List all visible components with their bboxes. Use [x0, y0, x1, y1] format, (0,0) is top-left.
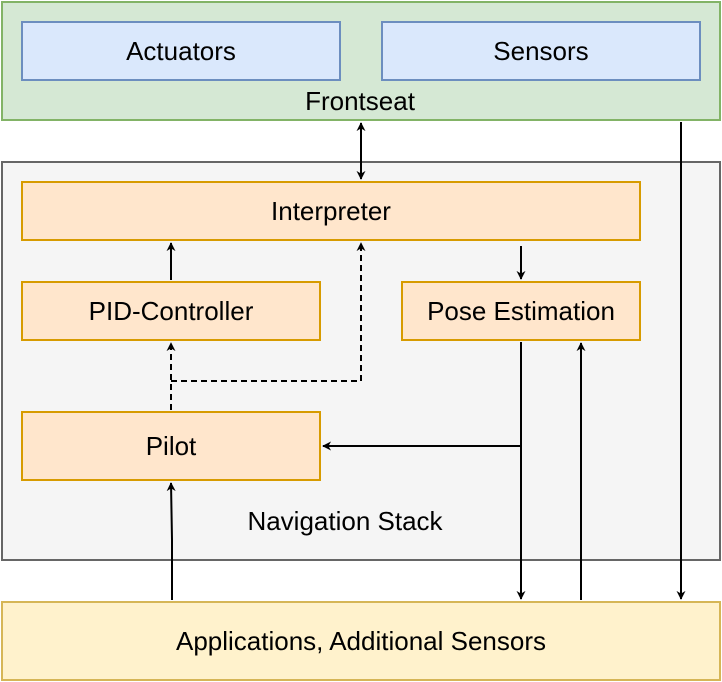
pilot-node: Pilot	[21, 411, 321, 481]
frontseat-label: Frontseat	[305, 86, 415, 116]
pid-controller-node: PID-Controller	[21, 281, 321, 341]
pilot-label: Pilot	[145, 430, 197, 461]
interpreter-node: Interpreter	[21, 181, 641, 241]
actuators-label: Actuators	[126, 35, 236, 66]
pose-estimation-label: Pose Estimation	[427, 295, 615, 326]
applications-node: Applications, Additional Sensors	[1, 601, 721, 681]
navigation-stack-label: Navigation Stack	[247, 506, 443, 536]
interpreter-label: Interpreter	[271, 195, 391, 226]
sensors-node: Sensors	[381, 21, 701, 81]
arrow-pilot-to-interpreter	[171, 242, 366, 382]
arrow-applications-to-pilot	[166, 482, 176, 600]
pid-controller-label: PID-Controller	[88, 295, 254, 326]
actuators-node: Actuators	[21, 21, 341, 81]
pose-estimation-node: Pose Estimation	[401, 281, 641, 341]
applications-label: Applications, Additional Sensors	[175, 625, 546, 656]
sensors-label: Sensors	[493, 35, 589, 66]
